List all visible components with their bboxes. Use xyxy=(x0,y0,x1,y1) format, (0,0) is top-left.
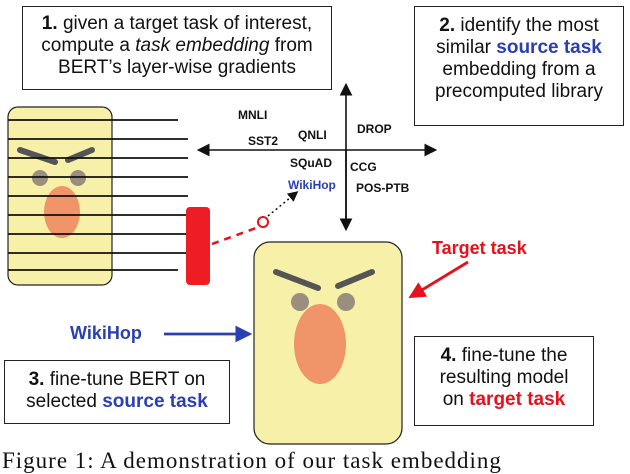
task-label-wikihop: WikiHop xyxy=(288,178,336,192)
gradient-vector-block xyxy=(186,207,210,285)
figure-caption: Figure 1: A demonstration of our task em… xyxy=(2,448,502,473)
task-label-pos-ptb: POS-PTB xyxy=(356,181,410,195)
step4-line3-pre: on xyxy=(442,389,470,410)
step1-line3: BERT’s layer-wise gradients xyxy=(58,57,296,78)
task-label-qnli: QNLI xyxy=(298,128,327,142)
step2-line2-pre: similar xyxy=(436,37,497,58)
step2-number: 2. xyxy=(439,15,456,36)
step1-line1: given a target task of interest, xyxy=(62,13,313,34)
task-label-sst2: SST2 xyxy=(248,134,279,148)
task-label-mnli: MNLI xyxy=(238,108,268,122)
step3-line2-pre: selected xyxy=(26,391,103,412)
step4-line2: resulting model xyxy=(439,367,569,388)
step2-line4: precomputed library xyxy=(435,81,603,102)
bert-face-right xyxy=(253,241,403,445)
step1-box: 1. given a target task of interest, comp… xyxy=(22,6,332,90)
target-task-arrow xyxy=(408,260,469,299)
step3-line1: fine-tune BERT on xyxy=(49,369,206,390)
bert-face-left xyxy=(7,106,188,286)
step1-line2-post: from xyxy=(269,35,313,56)
task-label-ccg: CCG xyxy=(350,160,377,174)
embedding-dashed-line xyxy=(211,226,257,246)
step3-box: 3. fine-tune BERT on selected source tas… xyxy=(4,360,230,424)
task-label-drop: DROP xyxy=(357,122,392,136)
step3-source-task: source task xyxy=(102,391,208,412)
wikihop-source-label: WikiHop xyxy=(70,323,142,343)
step1-task-embedding: task embedding xyxy=(135,35,270,56)
step1-number: 1. xyxy=(41,13,58,34)
nearest-neighbor-arrow xyxy=(267,191,299,217)
step2-source-task: source task xyxy=(496,37,602,58)
step4-target-task: target task xyxy=(469,389,566,410)
step1-line2-pre: compute a xyxy=(41,35,136,56)
step4-box: 4. fine-tune the resulting model on targ… xyxy=(414,336,594,426)
step4-number: 4. xyxy=(440,345,457,366)
step2-line3: embedding from a xyxy=(442,59,596,80)
embedding-space-axes xyxy=(196,82,438,232)
target-embedding-point xyxy=(257,216,269,228)
step3-number: 3. xyxy=(28,369,45,390)
target-task-label: Target task xyxy=(432,238,527,258)
step2-box: 2. identify the most similar source task… xyxy=(414,6,624,126)
step4-line1: fine-tune the xyxy=(461,345,568,366)
step2-line1: identify the most xyxy=(460,15,599,36)
task-label-squad: SQuAD xyxy=(290,156,332,170)
